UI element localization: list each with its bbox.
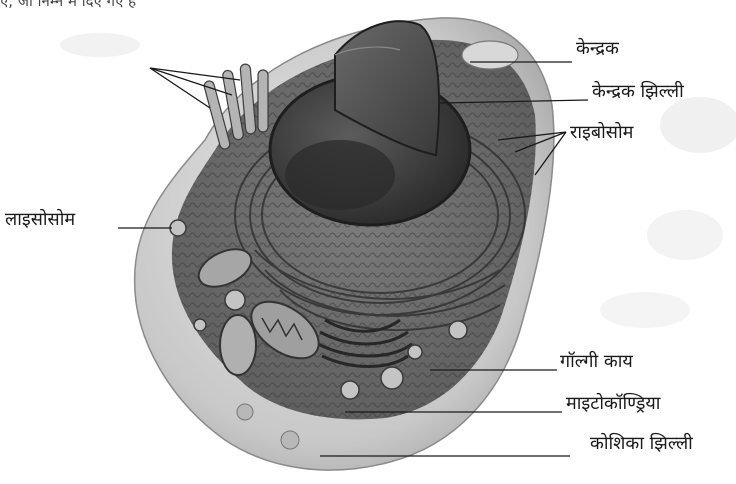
partial-top-text: ए, जो निम्न में दिए गए हैं	[0, 0, 136, 9]
label-nuclear-membrane: केन्द्रक झिल्ली	[592, 83, 684, 101]
label-cell-membrane: कोशिका झिल्ली	[590, 435, 693, 453]
label-golgi-body: गॉल्गी काय	[560, 353, 633, 371]
label-lysosome: लाइसोसोम	[5, 211, 75, 229]
vacuole	[462, 41, 518, 69]
label-nucleus: केन्द्रक	[576, 40, 619, 58]
label-mitochondria: माइटोकॉण्ड्रिया	[566, 395, 660, 413]
label-ribosome: राइबोसोम	[570, 124, 633, 142]
